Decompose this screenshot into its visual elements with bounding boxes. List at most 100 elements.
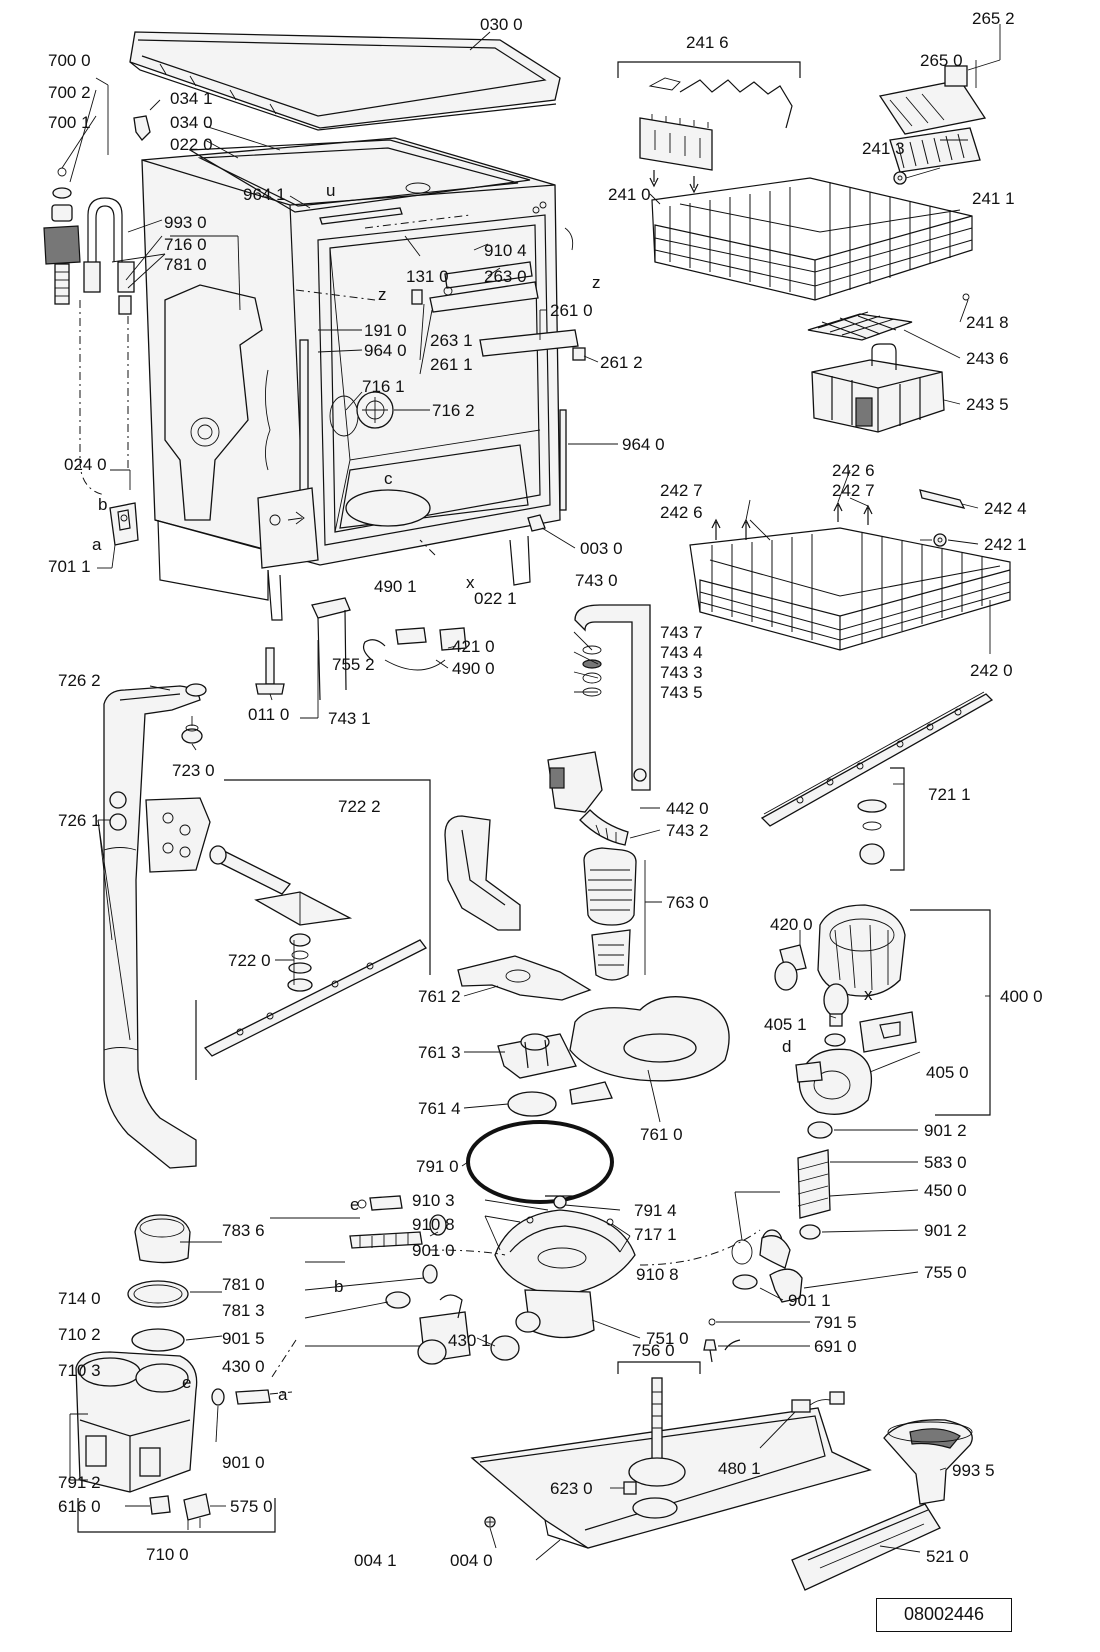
softener-assembly bbox=[75, 1195, 471, 1533]
cabinet-tub bbox=[141, 137, 586, 621]
letter-z-left: z bbox=[378, 285, 387, 304]
label-034-1: 034 1 bbox=[170, 89, 213, 108]
label-261-1: 261 1 bbox=[430, 355, 473, 374]
label-191-0: 191 0 bbox=[364, 321, 407, 340]
label-901-0-top: 901 0 bbox=[412, 1241, 455, 1260]
label-242-1: 242 1 bbox=[984, 535, 1027, 554]
inlet-tube-assembly bbox=[255, 597, 651, 846]
label-756-0: 756 0 bbox=[632, 1341, 675, 1360]
label-901-2-top: 901 2 bbox=[924, 1121, 967, 1140]
label-964-0-right: 964 0 bbox=[622, 435, 665, 454]
label-265-0: 265 0 bbox=[920, 51, 963, 70]
letter-c: c bbox=[384, 469, 393, 488]
label-783-6: 783 6 bbox=[222, 1221, 265, 1240]
letter-b-top: b bbox=[98, 495, 107, 514]
spray-conduit bbox=[103, 683, 207, 1169]
label-004-1: 004 1 bbox=[354, 1551, 397, 1570]
label-910-3: 910 3 bbox=[412, 1191, 455, 1210]
label-743-0: 743 0 bbox=[575, 571, 618, 590]
base-plate bbox=[470, 1361, 872, 1549]
label-024-0: 024 0 bbox=[64, 455, 107, 474]
label-623-0: 623 0 bbox=[550, 1479, 593, 1498]
letter-a-bottom: a bbox=[278, 1385, 288, 1404]
label-022-1: 022 1 bbox=[474, 589, 517, 608]
label-910-8-left: 910 8 bbox=[412, 1215, 455, 1234]
label-421-0: 421 0 bbox=[452, 637, 495, 656]
label-901-0-bottom: 901 0 bbox=[222, 1453, 265, 1472]
label-034-0: 034 0 bbox=[170, 113, 213, 132]
label-791-5: 791 5 bbox=[814, 1313, 857, 1332]
label-700-0: 700 0 bbox=[48, 51, 91, 70]
label-710-3: 710 3 bbox=[58, 1361, 101, 1380]
label-721-1: 721 1 bbox=[928, 785, 971, 804]
leader-lines bbox=[61, 24, 1001, 1561]
letter-e-top: e bbox=[350, 1195, 359, 1214]
label-761-0: 761 0 bbox=[640, 1125, 683, 1144]
label-901-1: 901 1 bbox=[788, 1291, 831, 1310]
label-450-0: 450 0 bbox=[924, 1181, 967, 1200]
label-743-7: 743 7 bbox=[660, 623, 703, 642]
label-717-1: 717 1 bbox=[634, 1225, 677, 1244]
letter-e-bottom: e bbox=[182, 1373, 191, 1392]
label-761-3: 761 3 bbox=[418, 1043, 461, 1062]
spray-arm-lower bbox=[145, 779, 431, 1080]
label-022-0: 022 0 bbox=[170, 135, 213, 154]
letter-u: u bbox=[326, 181, 335, 200]
label-242-6-left: 242 6 bbox=[660, 503, 703, 522]
right-hoses bbox=[703, 1121, 833, 1363]
reference-number-box: 08002446 bbox=[876, 1598, 1012, 1632]
label-261-0: 261 0 bbox=[550, 301, 593, 320]
label-761-4: 761 4 bbox=[418, 1099, 461, 1118]
letter-d: d bbox=[782, 1037, 791, 1056]
label-763-0: 763 0 bbox=[666, 893, 709, 912]
label-964-1: 964 1 bbox=[243, 185, 286, 204]
label-781-0-bottom: 781 0 bbox=[222, 1275, 265, 1294]
label-755-0: 755 0 bbox=[924, 1263, 967, 1282]
upper-basket bbox=[617, 61, 987, 301]
label-480-1: 480 1 bbox=[718, 1459, 761, 1478]
label-430-0: 430 0 bbox=[222, 1357, 265, 1376]
cutlery-basket bbox=[807, 311, 945, 433]
label-901-2-bottom: 901 2 bbox=[924, 1221, 967, 1240]
funnel bbox=[883, 1419, 973, 1505]
letter-z-right: z bbox=[592, 273, 601, 292]
label-405-0: 405 0 bbox=[926, 1063, 969, 1082]
label-265-2: 265 2 bbox=[972, 9, 1015, 28]
label-003-0: 003 0 bbox=[580, 539, 623, 558]
letter-x-center: x bbox=[466, 573, 475, 592]
label-716-0: 716 0 bbox=[164, 235, 207, 254]
label-901-5: 901 5 bbox=[222, 1329, 265, 1348]
label-242-7-right: 242 7 bbox=[832, 481, 875, 500]
label-791-2: 791 2 bbox=[58, 1473, 101, 1492]
label-710-2: 710 2 bbox=[58, 1325, 101, 1344]
label-700-1: 700 1 bbox=[48, 113, 91, 132]
label-241-3: 241 3 bbox=[862, 139, 905, 158]
motor-assembly bbox=[774, 904, 991, 1116]
label-910-4: 910 4 bbox=[484, 241, 527, 260]
label-400-0: 400 0 bbox=[1000, 987, 1043, 1006]
label-521-0: 521 0 bbox=[926, 1547, 969, 1566]
part-labels: 030 0 700 0 700 2 700 1 034 1 034 0 022 … bbox=[48, 9, 1043, 1570]
connection-letters: u z z c b a x x d e b e a bbox=[92, 181, 873, 1404]
label-263-1: 263 1 bbox=[430, 331, 473, 350]
label-751-0: 751 0 bbox=[646, 1329, 689, 1348]
label-710-0: 710 0 bbox=[146, 1545, 189, 1564]
label-242-6-top: 242 6 bbox=[832, 461, 875, 480]
label-701-1: 701 1 bbox=[48, 557, 91, 576]
label-030-0: 030 0 bbox=[480, 15, 523, 34]
label-743-1: 743 1 bbox=[328, 709, 371, 728]
spray-arm-upper bbox=[760, 691, 994, 871]
label-243-5: 243 5 bbox=[966, 395, 1009, 414]
label-242-4: 242 4 bbox=[984, 499, 1027, 518]
lower-basket bbox=[689, 489, 1011, 651]
label-743-4: 743 4 bbox=[660, 643, 703, 662]
label-722-2: 722 2 bbox=[338, 797, 381, 816]
label-755-2: 755 2 bbox=[332, 655, 375, 674]
label-243-6: 243 6 bbox=[966, 349, 1009, 368]
top-cover bbox=[129, 31, 561, 131]
control-strip bbox=[791, 1503, 941, 1591]
label-442-0: 442 0 bbox=[666, 799, 709, 818]
water-inlet-assembly bbox=[43, 167, 139, 546]
label-490-0: 490 0 bbox=[452, 659, 495, 678]
